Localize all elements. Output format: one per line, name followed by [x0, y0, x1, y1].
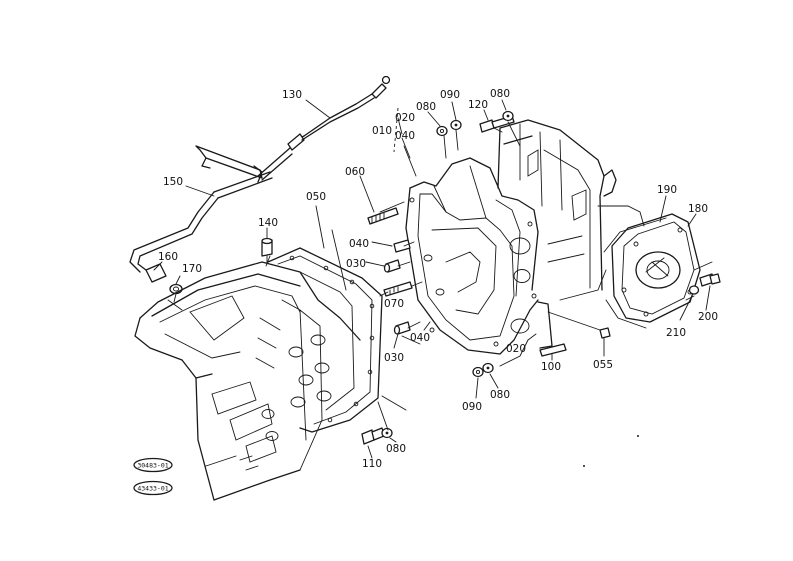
dowel-030b — [393, 321, 411, 335]
nut-080d — [381, 427, 393, 439]
pin-140 — [261, 237, 273, 265]
bolt-110 — [361, 427, 385, 445]
callout-040a: 040 — [349, 238, 369, 250]
reference-stamps: 30483-01 43433-01 — [133, 457, 173, 496]
callout-060: 060 — [345, 166, 365, 178]
washer-210 — [688, 285, 700, 295]
bracket-100 — [537, 301, 567, 357]
callout-080b: 080 — [490, 88, 510, 100]
callout-040c: 040 — [395, 130, 415, 142]
callout-180: 180 — [688, 203, 708, 215]
reference-stamp-1 — [133, 457, 173, 473]
nut-080b — [502, 110, 514, 122]
callout-080d: 080 — [386, 443, 406, 455]
washer-090a — [450, 119, 462, 131]
intermediate-case-010 — [405, 157, 539, 355]
callout-080a: 080 — [416, 101, 436, 113]
pto-cover-180 — [603, 213, 701, 329]
nut-080a — [436, 125, 448, 137]
callout-100: 100 — [541, 361, 561, 373]
dowel-030a — [383, 259, 401, 273]
nut-080c — [482, 362, 494, 374]
rear-housing — [497, 119, 645, 301]
callout-010: 010 — [372, 125, 392, 137]
shift-rod-150 — [129, 145, 293, 295]
assembly-lines — [173, 107, 713, 431]
callout-190: 190 — [657, 184, 677, 196]
callout-130: 130 — [282, 89, 302, 101]
transmission-case — [134, 261, 361, 501]
callout-070: 070 — [384, 298, 404, 310]
callout-150: 150 — [163, 176, 183, 188]
stud-060 — [367, 207, 399, 225]
callout-210: 210 — [666, 327, 686, 339]
callout-090a: 090 — [440, 89, 460, 101]
reference-stamp-2 — [133, 480, 173, 496]
callout-160: 160 — [158, 251, 178, 263]
callout-170: 170 — [182, 263, 202, 275]
reference-stamp-2-text: 43433-01 — [137, 485, 168, 493]
callout-110: 110 — [362, 458, 382, 470]
callout-080c: 080 — [490, 389, 510, 401]
callout-020b: 020 — [506, 343, 526, 355]
callout-050: 050 — [306, 191, 326, 203]
callout-200: 200 — [698, 311, 718, 323]
callout-055: 055 — [593, 359, 613, 371]
callout-090b: 090 — [462, 401, 482, 413]
leader-lines — [153, 99, 711, 459]
callout-030a: 030 — [346, 258, 366, 270]
reference-stamp-1-text: 30483-01 — [137, 462, 168, 470]
callout-040b: 040 — [410, 332, 430, 344]
callout-140: 140 — [258, 217, 278, 229]
callout-020a: 020 — [395, 112, 415, 124]
callout-labels: 130 150 160 170 140 050 060 040 030 070 … — [158, 88, 718, 470]
washer-090b — [472, 366, 484, 378]
cable-130 — [287, 75, 391, 151]
plug-055 — [599, 327, 611, 339]
bolt-070 — [383, 281, 413, 297]
callout-030b: 030 — [384, 352, 404, 364]
dowel-040a — [393, 239, 411, 253]
gasket-050 — [267, 247, 383, 433]
bolt-200 — [699, 273, 721, 287]
callout-120: 120 — [468, 99, 488, 111]
